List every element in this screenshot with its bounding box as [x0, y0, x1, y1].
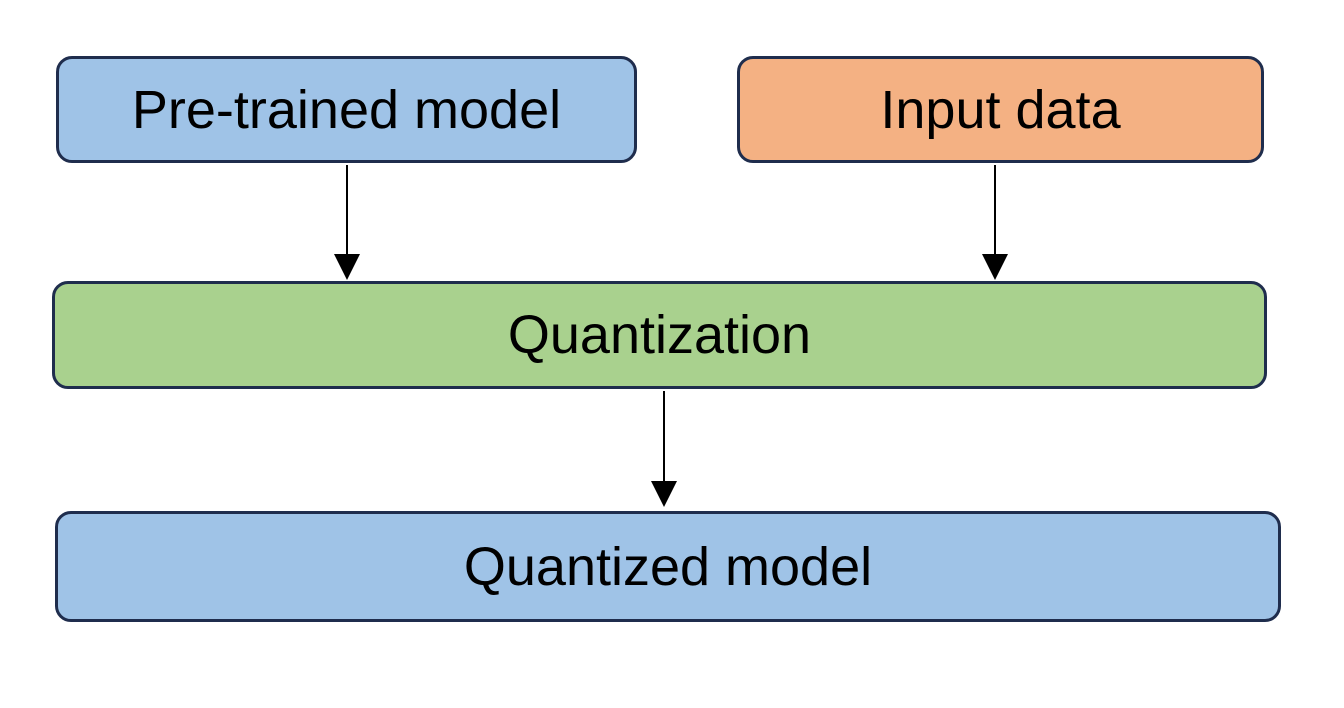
node-quantized-model: Quantized model [55, 511, 1281, 622]
node-input-data-label: Input data [880, 79, 1121, 140]
node-pretrained-model: Pre-trained model [56, 56, 637, 163]
node-quantization: Quantization [52, 281, 1267, 389]
arrowhead-input-to-quantization [982, 254, 1008, 280]
node-quantized-model-label: Quantized model [463, 536, 873, 597]
arrowhead-quantization-to-quantized [651, 481, 677, 507]
node-pretrained-model-label: Pre-trained model [131, 79, 562, 140]
node-input-data: Input data [737, 56, 1264, 163]
arrowhead-pretrained-to-quantization [334, 254, 360, 280]
node-quantization-label: Quantization [507, 305, 812, 365]
